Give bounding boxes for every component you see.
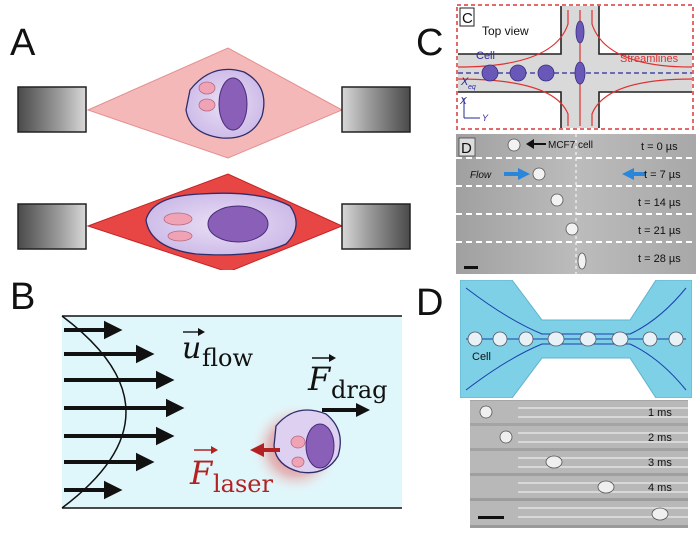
laser-force-arrow [250,443,280,457]
axes-indicator: X Y [459,96,489,123]
velocity-profile [61,315,127,509]
cell-stretched [145,192,297,256]
svg-text:4 ms: 4 ms [648,482,672,494]
organelle [198,81,216,95]
svg-text:X: X [459,96,467,107]
strong-beam-setup [17,173,411,270]
drag-arrow [322,403,370,417]
fiber-right-top [341,86,411,133]
cell-frames [507,138,587,270]
svg-text:t = 21 µs: t = 21 µs [638,225,681,237]
weak-beam-setup [17,47,411,159]
nucleus [207,205,269,243]
cell-in-flow [273,409,341,474]
panel-c-cross-junction: C Top view Cell Streamlines X eq X Y [456,4,694,130]
fiber-left-bottom [17,203,87,250]
svg-text:X: X [460,76,469,88]
panel-a-stretcher-diagram [17,47,411,270]
label-u-flow: u flow [182,328,253,372]
panel-label-c: C [416,22,444,64]
top-view-label: C Top view [459,7,529,38]
svg-text:eq: eq [468,84,476,91]
organelle [198,98,216,112]
nucleus [218,77,248,131]
svg-text:t = 0 µs: t = 0 µs [641,141,678,153]
svg-text:1 ms: 1 ms [648,407,672,419]
svg-text:F: F [189,454,214,492]
x-eq-label: X eq [460,76,476,91]
cells-frames [479,405,669,521]
panel-d-time-series: MCF7 cell Flow D t = 0 µs t = 7 µs t = 1… [456,134,696,274]
microscopy-time-labels: 1 ms 2 ms 3 ms 4 ms [648,407,672,494]
svg-text:t = 28 µs: t = 28 µs [638,253,681,265]
svg-text:laser: laser [213,470,274,498]
svg-text:u: u [182,331,201,366]
streamlines-label: Streamlines [620,53,679,65]
organelle [167,230,193,242]
d-letter-label: D [458,137,476,157]
nucleus [305,423,335,469]
velocity-arrows [64,320,185,500]
panel-d-microscopy: 1 ms 2 ms 3 ms 4 ms [470,400,688,528]
scale-bar [478,516,504,519]
svg-text:t = 14 µs: t = 14 µs [638,197,681,209]
svg-text:3 ms: 3 ms [648,457,672,469]
flow-arrows [504,168,646,180]
fiber-right-bottom [341,203,411,250]
cell-label-d: Cell [472,351,491,363]
svg-text:F: F [307,360,332,398]
panel-d-constriction: Cell [460,280,692,398]
svg-text:Flow: Flow [470,170,492,181]
svg-text:flow: flow [202,344,253,372]
cell-round [185,68,265,139]
black-arrow [526,139,546,149]
time-labels: t = 0 µs t = 7 µs t = 14 µs t = 21 µs t … [638,141,681,265]
svg-text:drag: drag [331,376,388,404]
label-f-drag: F drag [307,354,388,404]
svg-text:D: D [461,140,472,157]
organelle [163,212,193,226]
cells-in-channel [467,331,684,347]
svg-text:MCF7 cell: MCF7 cell [548,140,593,151]
svg-text:2 ms: 2 ms [648,432,672,444]
label-f-laser: F laser [189,446,274,498]
scale-bar [464,266,478,269]
fiber-left-top [17,86,87,133]
svg-text:Y: Y [482,113,489,123]
panel-label-a: A [10,22,36,64]
organelle [291,456,305,468]
cell-label: Cell [476,50,495,62]
svg-text:t = 7 µs: t = 7 µs [644,169,681,181]
svg-text:Top view: Top view [482,24,529,38]
organelle [290,435,306,449]
svg-text:C: C [462,10,473,27]
panel-label-d: D [416,282,444,324]
panel-b-flow-diagram: u flow F drag F laser [61,315,402,509]
panel-label-b: B [10,276,36,318]
cells-row [481,20,586,85]
